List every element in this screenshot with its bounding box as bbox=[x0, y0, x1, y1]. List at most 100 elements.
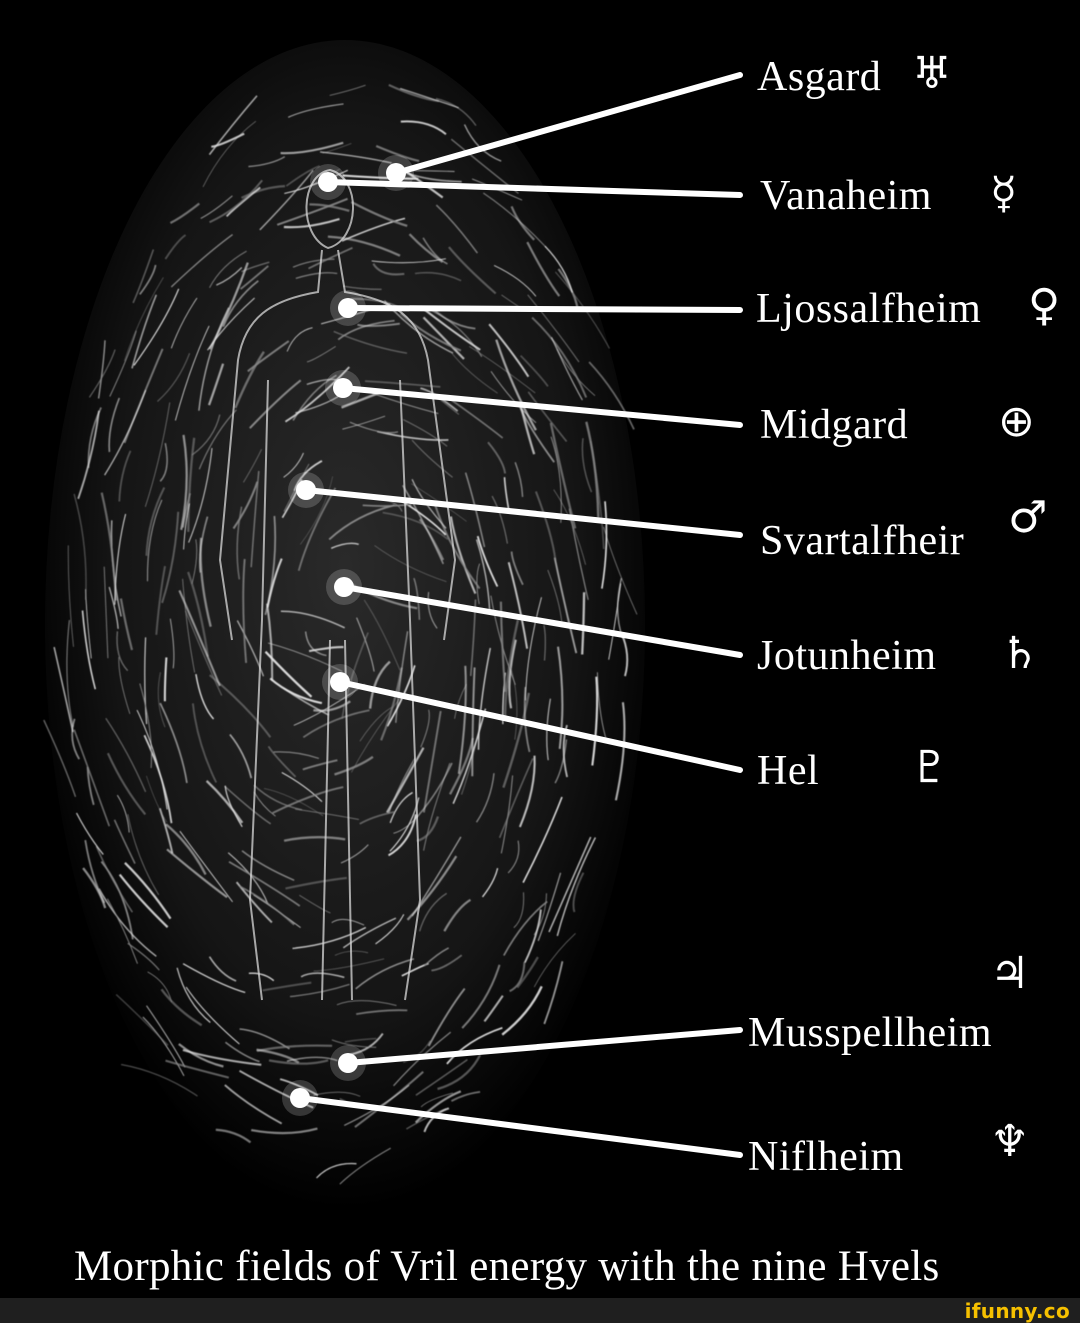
field-strand bbox=[120, 1063, 198, 1097]
field-strand bbox=[232, 481, 259, 530]
field-strand bbox=[66, 620, 74, 727]
field-strand bbox=[328, 504, 395, 541]
field-strand bbox=[300, 972, 345, 979]
field-strand bbox=[269, 677, 323, 705]
field-strand bbox=[73, 493, 87, 600]
field-strand bbox=[339, 1147, 391, 1185]
field-strand bbox=[375, 145, 420, 163]
field-strand bbox=[476, 563, 480, 605]
field-strand bbox=[533, 932, 576, 988]
mercury-icon: ☿ bbox=[990, 168, 1018, 219]
field-strand bbox=[236, 620, 265, 677]
field-strand bbox=[224, 785, 272, 825]
realm-label-musspellheim: Musspellheim bbox=[748, 1010, 992, 1056]
field-strand bbox=[239, 1070, 314, 1109]
field-strand bbox=[228, 861, 301, 907]
field-strand bbox=[105, 717, 147, 793]
field-strand bbox=[372, 392, 439, 415]
field-strand bbox=[266, 558, 283, 608]
connector-line-musspellheim bbox=[345, 1027, 743, 1066]
connector-line-jotunheim bbox=[341, 584, 743, 658]
field-strand bbox=[109, 330, 137, 397]
field-strand bbox=[435, 204, 479, 254]
field-strand bbox=[509, 962, 526, 993]
field-strand bbox=[483, 995, 504, 1023]
field-strand bbox=[400, 87, 459, 109]
field-strand bbox=[401, 962, 429, 977]
field-strand bbox=[519, 354, 549, 387]
field-strand bbox=[422, 316, 465, 360]
pluto-icon: ♇ bbox=[910, 742, 950, 793]
field-strand bbox=[556, 646, 564, 750]
field-strand bbox=[548, 836, 592, 933]
field-strand bbox=[415, 1058, 468, 1096]
node-dot-vanaheim bbox=[318, 172, 338, 192]
field-strand bbox=[198, 307, 230, 411]
field-strand bbox=[77, 410, 100, 500]
field-strand bbox=[97, 340, 106, 399]
field-strand bbox=[284, 169, 349, 195]
field-strand bbox=[395, 631, 409, 723]
field-strand bbox=[146, 775, 168, 823]
field-strand bbox=[71, 718, 80, 760]
field-strand bbox=[320, 151, 392, 164]
field-strand bbox=[289, 983, 350, 998]
field-strand bbox=[139, 264, 157, 295]
field-strand bbox=[508, 639, 517, 709]
uranus-icon: ♅ bbox=[912, 48, 952, 99]
field-strand bbox=[73, 729, 111, 827]
field-strand bbox=[572, 872, 585, 913]
field-strand bbox=[142, 1016, 185, 1077]
field-strand bbox=[144, 402, 171, 508]
realm-label-ljossalfheim: Ljossalfheim bbox=[756, 286, 982, 332]
field-strand bbox=[179, 830, 233, 903]
field-strand bbox=[215, 1128, 252, 1144]
field-strand bbox=[95, 845, 134, 913]
field-strand bbox=[513, 892, 525, 929]
field-strand bbox=[488, 323, 530, 378]
field-strand bbox=[331, 1039, 377, 1048]
field-strand bbox=[591, 676, 599, 766]
field-strand bbox=[543, 625, 546, 661]
field-strand bbox=[448, 246, 497, 295]
field-strand bbox=[53, 646, 74, 733]
field-strand bbox=[341, 632, 369, 719]
field-strand bbox=[341, 217, 406, 242]
field-strand bbox=[333, 330, 408, 354]
field-strand bbox=[608, 583, 622, 660]
field-strand bbox=[169, 202, 200, 224]
field-strand bbox=[414, 762, 453, 821]
field-strand bbox=[500, 775, 514, 854]
field-strand bbox=[191, 414, 221, 456]
field-strand bbox=[182, 493, 191, 528]
field-strand bbox=[98, 888, 157, 957]
field-strand bbox=[527, 391, 568, 443]
field-strand bbox=[234, 351, 265, 409]
field-strand bbox=[116, 631, 129, 672]
field-strand bbox=[191, 539, 198, 585]
node-dot-hel bbox=[330, 672, 350, 692]
field-strand bbox=[267, 642, 343, 672]
field-strand bbox=[357, 322, 400, 327]
field-strand bbox=[292, 258, 335, 268]
field-strand bbox=[534, 491, 557, 561]
connector-line-midgard bbox=[340, 385, 743, 428]
field-strand bbox=[495, 339, 537, 431]
field-strand bbox=[82, 867, 107, 909]
field-strand bbox=[139, 683, 153, 769]
field-strand bbox=[283, 836, 346, 842]
field-strand bbox=[388, 83, 439, 103]
field-strand bbox=[297, 487, 337, 572]
field-strand bbox=[118, 450, 132, 502]
field-strand bbox=[531, 316, 588, 398]
field-strand bbox=[461, 964, 501, 1029]
field-strand bbox=[450, 1090, 481, 1102]
field-strand bbox=[224, 1041, 260, 1063]
field-strand bbox=[165, 823, 207, 876]
field-strand bbox=[182, 1049, 262, 1066]
field-strand bbox=[264, 650, 313, 698]
field-strand bbox=[487, 441, 507, 474]
field-strand bbox=[280, 610, 346, 629]
